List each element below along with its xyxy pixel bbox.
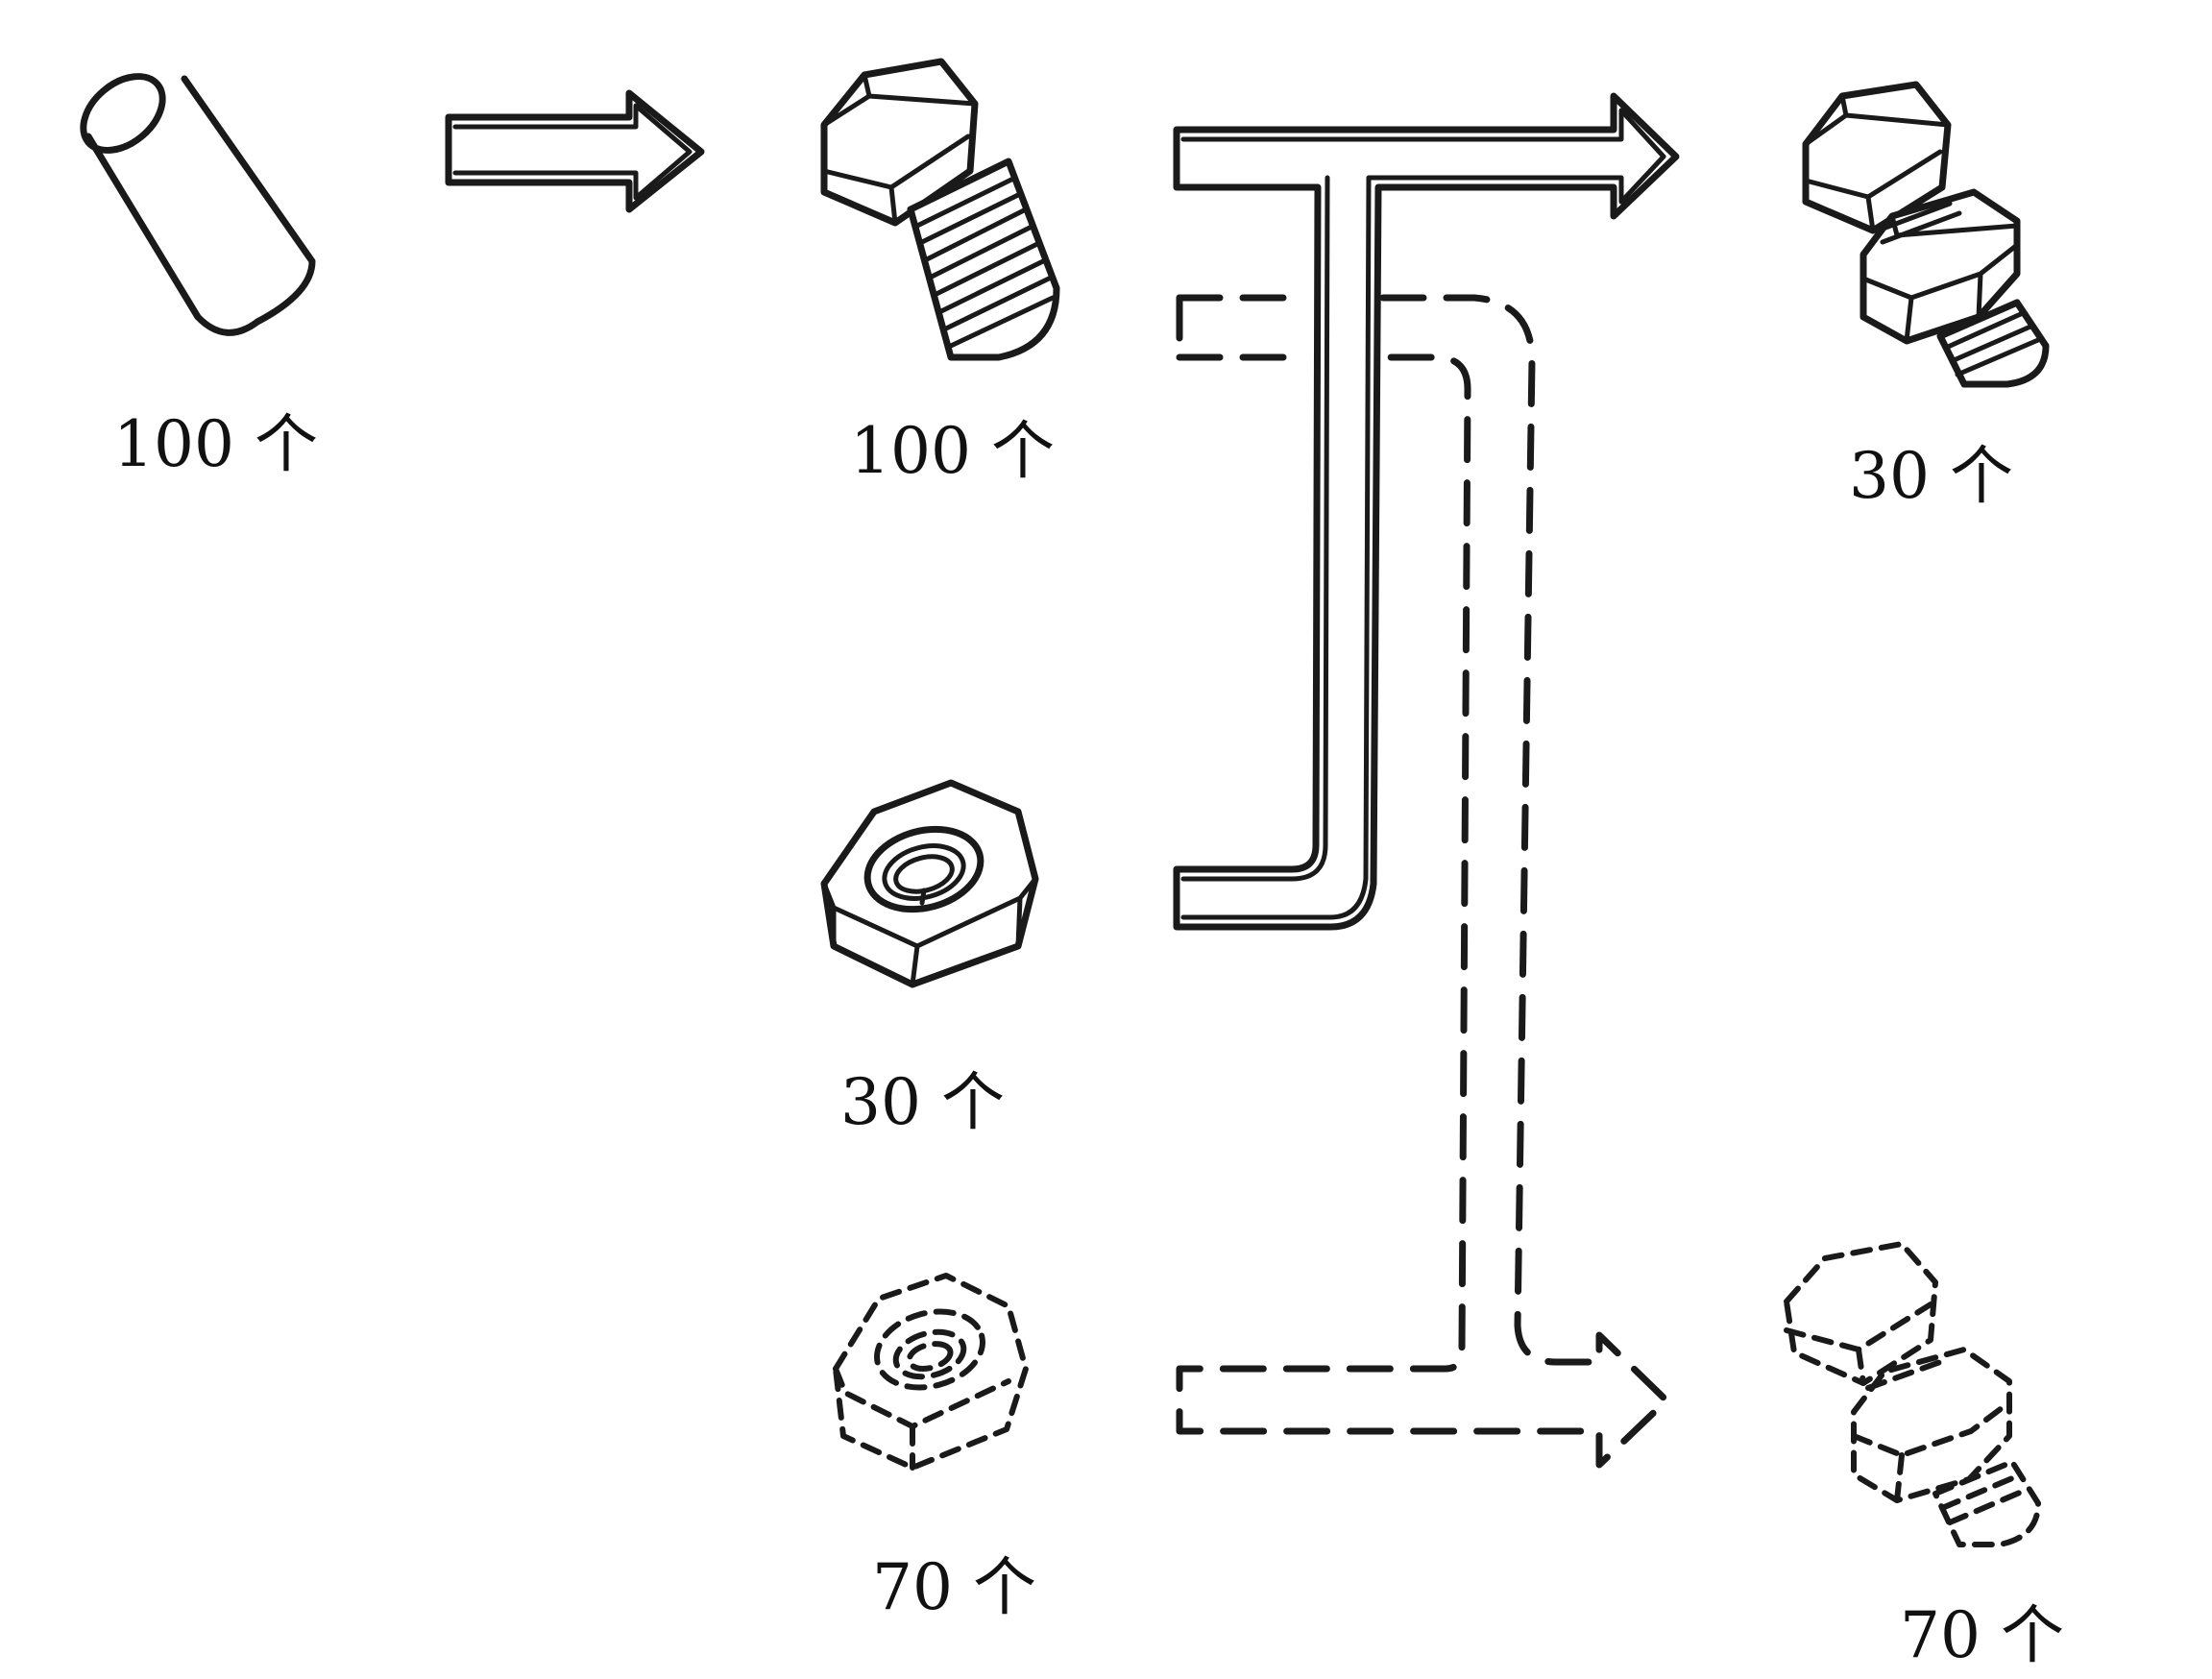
assembly-dashed-count-label: 70 个: [1900, 1598, 2064, 1672]
arrow-right-icon: [445, 89, 705, 213]
nut-dashed-icon: [833, 1273, 1029, 1471]
rod-count-label: 100 个: [113, 407, 318, 481]
merge-arrow-icon: [1173, 92, 1680, 931]
bolt-icon: [820, 58, 1060, 361]
bolt-nut-assembly-dashed-icon: [1784, 1241, 2041, 1547]
rod-icon: [80, 73, 316, 336]
assembly-count-label: 30 个: [1849, 439, 2013, 513]
nut-icon: [820, 779, 1039, 988]
bolt-nut-assembly-icon: [1802, 81, 2050, 388]
nut-count-label: 30 个: [840, 1065, 1005, 1139]
merge-arrow-dashed-icon: [1176, 294, 1670, 1469]
bolt-count-label: 100 个: [850, 414, 1055, 488]
nut-dashed-count-label: 70 个: [872, 1550, 1036, 1624]
